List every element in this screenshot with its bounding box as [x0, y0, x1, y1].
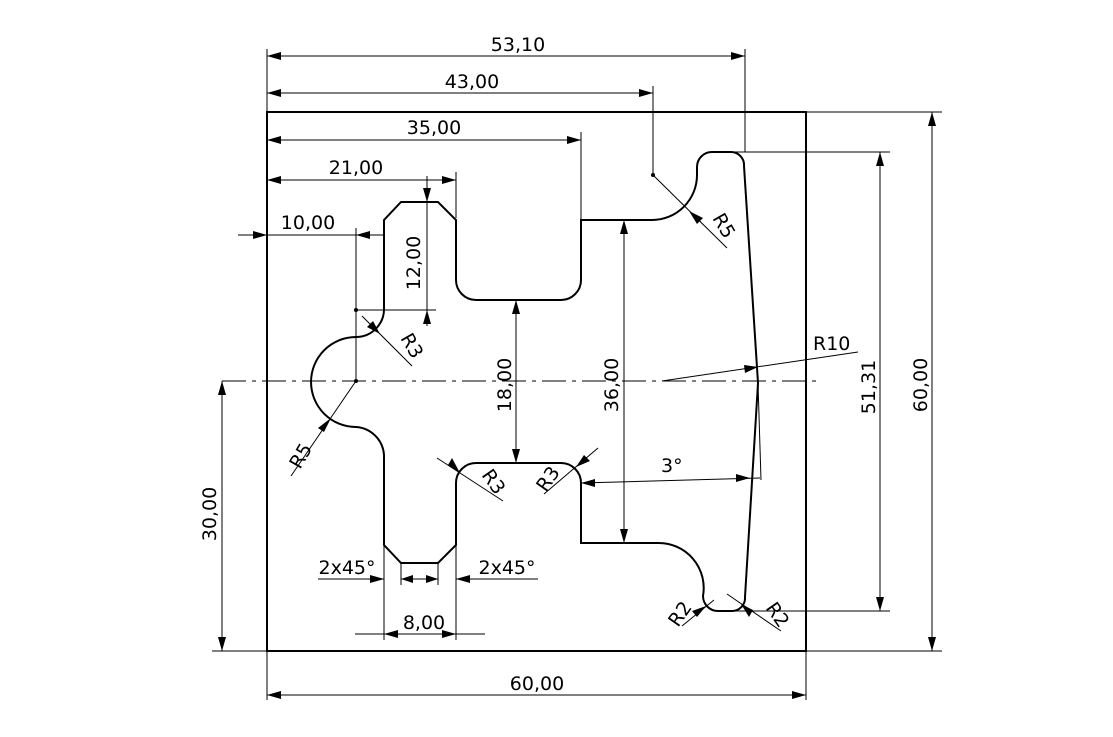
dim-label-43: 43,00	[445, 71, 499, 93]
dim-label-53: 53,10	[491, 34, 545, 56]
arrow	[267, 691, 281, 699]
arrow	[442, 176, 456, 184]
leader-r10	[661, 351, 859, 382]
dim-label-21: 21,00	[329, 157, 383, 179]
arrow	[267, 89, 281, 97]
dim-line-angle	[580, 477, 761, 484]
chamfer-label-right: 2x45°	[478, 557, 535, 579]
radius-label-r5-top: R5	[708, 210, 740, 243]
dim-label-60-h: 60,00	[510, 673, 564, 695]
arrow	[620, 529, 628, 543]
arrow	[512, 449, 520, 463]
arrow	[253, 231, 267, 239]
arrow	[736, 474, 750, 482]
dim-label-60-v: 60,00	[910, 358, 932, 412]
arrow	[581, 479, 595, 487]
leader-r3-lower-left	[436, 457, 504, 502]
arrow	[423, 188, 431, 202]
dim-label-36: 36,00	[601, 358, 623, 412]
radius-label-r3-lower-left: R3	[477, 465, 510, 498]
arrow	[267, 52, 281, 60]
arrow	[318, 418, 331, 432]
radius-label-r2-left: R2	[664, 598, 697, 631]
leader-r3-lower-right	[543, 447, 599, 495]
arrow	[741, 604, 753, 617]
radius-label-r10: R10	[813, 333, 850, 355]
dim-label-8: 8,00	[403, 612, 445, 634]
dim-label-10: 10,00	[281, 212, 335, 234]
arrow	[456, 575, 470, 583]
arrow	[267, 136, 281, 144]
dim-label-18: 18,00	[494, 358, 516, 412]
arrow	[267, 176, 281, 184]
arrow	[426, 575, 438, 583]
arrow	[692, 606, 706, 617]
arrow	[567, 136, 581, 144]
angle-label-3: 3°	[661, 455, 683, 477]
arrow	[218, 381, 226, 395]
arrow	[370, 575, 384, 583]
arrow	[401, 575, 413, 583]
arrow	[448, 458, 460, 473]
arrow	[928, 637, 936, 651]
arrow	[576, 455, 590, 467]
arrow	[792, 691, 806, 699]
arrow	[639, 89, 653, 97]
arrow	[620, 220, 628, 234]
radius-label-r2-right: R2	[761, 598, 794, 631]
dim-label-35: 35,00	[407, 117, 461, 139]
arrow	[512, 300, 520, 314]
leader-r2-right	[726, 593, 782, 632]
arrow	[367, 321, 380, 334]
chamfer-label-left: 2x45°	[318, 557, 375, 579]
radius-label-r3-upper: R3	[396, 330, 428, 363]
arrow	[731, 52, 745, 60]
arrow	[876, 152, 884, 166]
arrow	[689, 211, 703, 224]
arrow	[876, 597, 884, 611]
cutout-profile	[310, 150, 760, 613]
arrow	[384, 630, 398, 638]
dim-label-30: 30,00	[199, 487, 221, 541]
arrow	[423, 310, 431, 324]
dim-label-51: 51,31	[858, 360, 880, 414]
arrow	[928, 112, 936, 126]
center-point	[354, 308, 358, 312]
angle-ext	[757, 382, 762, 481]
arrow	[744, 365, 758, 373]
dim-label-12: 12,00	[403, 236, 425, 290]
arrow	[218, 637, 226, 651]
arrow	[442, 630, 456, 638]
radius-label-r3-lower-right: R3	[532, 463, 565, 496]
